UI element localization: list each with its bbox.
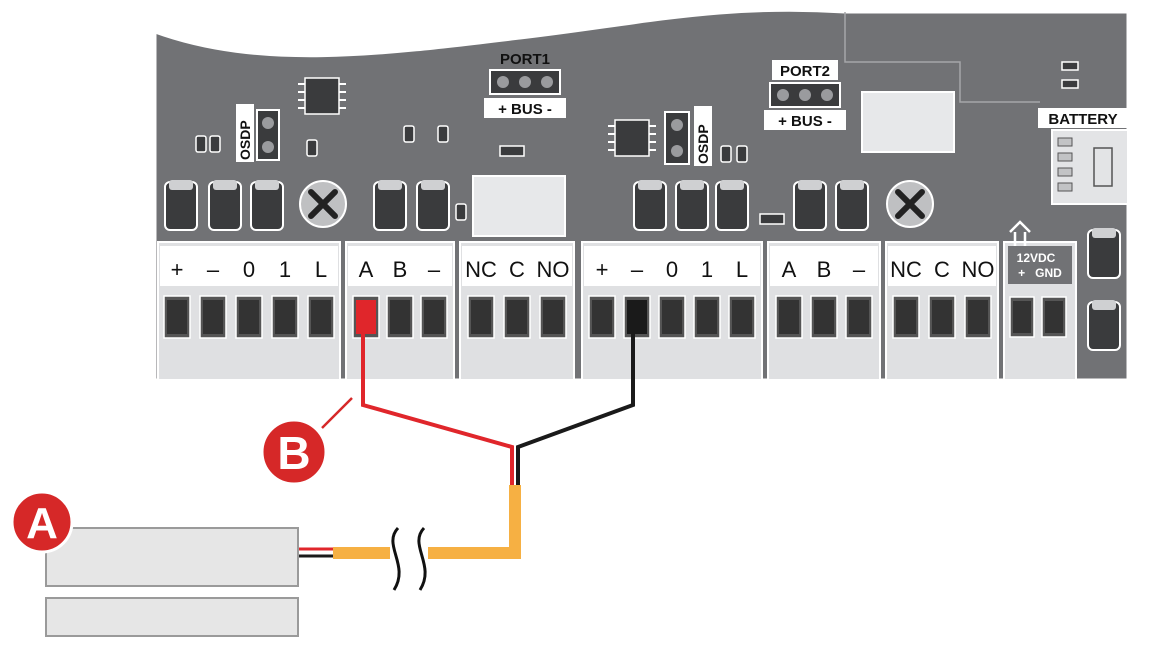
terminal-label: NO <box>537 257 570 282</box>
terminal-screw <box>203 300 223 334</box>
callout-a: A <box>10 490 74 554</box>
terminal-label: B <box>393 257 408 282</box>
terminal-screw <box>932 300 952 334</box>
red-wire <box>361 320 514 490</box>
terminal-label: L <box>315 257 327 282</box>
port1-connector: PORT1 + BUS - <box>484 51 566 118</box>
terminal-label: – <box>631 257 644 282</box>
terminal-label: 0 <box>243 257 255 282</box>
terminal-screw <box>507 300 527 334</box>
terminal-screw <box>968 300 988 334</box>
terminal-screw <box>896 300 916 334</box>
potentiometer-1 <box>299 180 347 228</box>
terminal-screw <box>662 300 682 334</box>
terminal-screw <box>239 300 259 334</box>
terminal-screw <box>779 300 799 334</box>
terminal-label: + <box>596 257 609 282</box>
terminal-label: A <box>359 257 374 282</box>
terminal-label: C <box>509 257 525 282</box>
terminal-screw <box>356 300 376 334</box>
osdp-label-2: OSDP <box>695 124 711 164</box>
callout-b-leader <box>321 397 353 429</box>
terminal-label: – <box>853 257 866 282</box>
terminal-screw <box>814 300 834 334</box>
terminal-label: A <box>782 257 797 282</box>
callout-b: B <box>260 418 328 486</box>
port1-title: PORT1 <box>500 51 550 68</box>
magnetic-contact-magnet <box>45 597 299 637</box>
terminal-block-relay1: NC C NO <box>459 241 575 381</box>
terminal-screw <box>543 300 563 334</box>
terminal-screw <box>471 300 491 334</box>
terminal-label: NO <box>962 257 995 282</box>
relay-module-2 <box>861 91 955 153</box>
osdp-jumper-1: OSDP <box>236 104 280 162</box>
terminal-label: L <box>736 257 748 282</box>
port2-connector: PORT2 + BUS - <box>764 60 846 130</box>
terminal-screw <box>311 300 331 334</box>
terminal-screw <box>592 300 612 334</box>
ic-chip-2 <box>608 119 656 157</box>
relay-module-1 <box>472 175 566 237</box>
terminal-screw <box>732 300 752 334</box>
osdp-jumper-2: OSDP <box>664 106 712 166</box>
terminal-label: NC <box>890 257 922 282</box>
small-components <box>195 61 1079 225</box>
terminal-label: 0 <box>666 257 678 282</box>
port1-bus-label: + BUS - <box>498 101 552 118</box>
magnetic-contact-sensor <box>45 527 299 587</box>
terminal-label: – <box>207 257 220 282</box>
terminal-screw <box>167 300 187 334</box>
power-terminal: 12VDC + GND <box>1003 220 1077 381</box>
cable-break-symbol <box>391 526 427 591</box>
battery-label: BATTERY <box>1048 111 1117 128</box>
terminal-screw <box>424 300 444 334</box>
port2-bus-label: + BUS - <box>778 113 832 130</box>
power-label-voltage: 12VDC <box>1017 251 1056 265</box>
osdp-label-1: OSDP <box>237 120 253 160</box>
potentiometer-2 <box>886 180 934 228</box>
ic-chip-1 <box>298 77 346 115</box>
terminal-block-relay2: NC C NO <box>885 241 999 381</box>
terminal-screw <box>627 300 647 334</box>
terminal-label: B <box>817 257 832 282</box>
terminal-label: C <box>934 257 950 282</box>
port2-title: PORT2 <box>780 63 830 80</box>
terminal-screw <box>390 300 410 334</box>
black-wire <box>516 320 635 490</box>
battery-connector: BATTERY <box>1038 108 1129 205</box>
terminal-label: – <box>428 257 441 282</box>
terminal-screw <box>275 300 295 334</box>
power-label-polarity: + GND <box>1018 266 1062 280</box>
terminal-label: + <box>171 257 184 282</box>
callout-b-label: B <box>277 427 310 479</box>
terminal-label: 1 <box>279 257 291 282</box>
terminal-screw <box>849 300 869 334</box>
callout-a-label: A <box>26 499 58 548</box>
terminal-screw <box>697 300 717 334</box>
board-trace <box>844 12 1040 103</box>
terminal-label: NC <box>465 257 497 282</box>
terminal-label: 1 <box>701 257 713 282</box>
